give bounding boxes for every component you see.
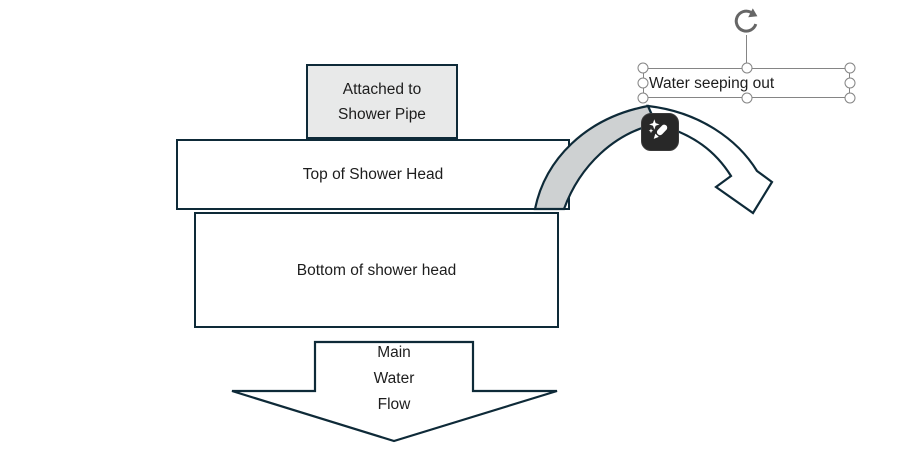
seep-textbox-text: Water seeping out bbox=[649, 74, 775, 92]
resize-handle-bottom-middle[interactable] bbox=[741, 92, 752, 104]
shape-label: Bottom of shower head bbox=[296, 261, 457, 279]
shape-label: Top of Shower Head bbox=[302, 166, 444, 183]
resize-handle-bottom-right[interactable] bbox=[844, 92, 856, 104]
resize-handle-middle-right[interactable] bbox=[844, 77, 856, 89]
resize-handle-top-right[interactable] bbox=[844, 62, 856, 74]
resize-handle-top-left[interactable] bbox=[637, 62, 649, 74]
curved-arrow-head[interactable] bbox=[646, 104, 774, 215]
shape-attached-to-shower-pipe[interactable]: Attached to Shower Pipe bbox=[306, 64, 458, 139]
shape-top-of-shower-head[interactable]: Top of Shower Head bbox=[176, 139, 570, 210]
resize-handle-bottom-left[interactable] bbox=[637, 92, 649, 104]
rotate-handle-icon[interactable] bbox=[730, 6, 762, 38]
shape-label: Attached to Shower Pipe bbox=[338, 80, 426, 123]
rotate-handle-stem bbox=[745, 35, 747, 63]
designer-pen-button[interactable] bbox=[641, 113, 679, 151]
pen-sparkle-icon bbox=[648, 119, 668, 139]
resize-handle-middle-left[interactable] bbox=[637, 77, 649, 89]
resize-handle-top-middle[interactable] bbox=[741, 62, 752, 74]
down-arrow-shape[interactable] bbox=[231, 340, 558, 443]
seep-textbox[interactable]: Water seeping out bbox=[649, 68, 774, 99]
shape-bottom-of-shower-head[interactable]: Bottom of shower head bbox=[194, 212, 559, 328]
